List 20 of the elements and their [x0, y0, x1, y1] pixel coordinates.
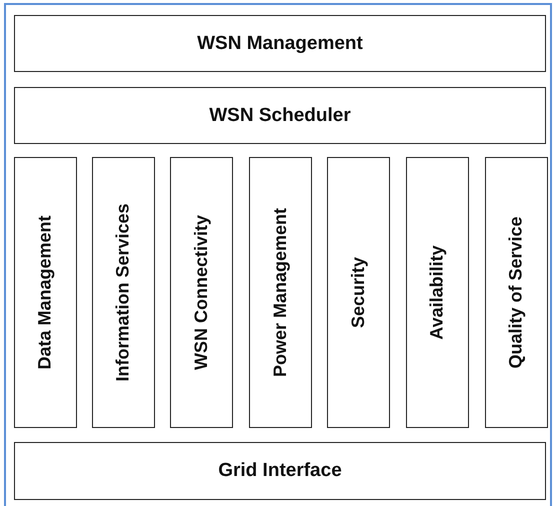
box-label: WSN Connectivity: [191, 215, 212, 370]
box-label: Data Management: [35, 215, 56, 370]
module-box: [327, 157, 390, 428]
box-label: WSN Scheduler: [209, 104, 351, 126]
box-label: Security: [348, 256, 369, 328]
layer-box: [14, 15, 546, 72]
layer-box: [14, 87, 546, 144]
box-label: Power Management: [270, 208, 291, 378]
box-label: Grid Interface: [218, 460, 342, 482]
module-box: [249, 157, 312, 428]
box-label: Availability: [427, 245, 448, 340]
box-label: WSN Management: [197, 32, 363, 54]
module-box: [14, 157, 77, 428]
module-box: [485, 157, 548, 428]
module-box: [406, 157, 469, 428]
module-box: [92, 157, 155, 428]
module-box: [170, 157, 233, 428]
box-label: Quality of Service: [506, 216, 527, 369]
layer-box: [14, 442, 546, 500]
box-label: Information Services: [113, 203, 134, 382]
